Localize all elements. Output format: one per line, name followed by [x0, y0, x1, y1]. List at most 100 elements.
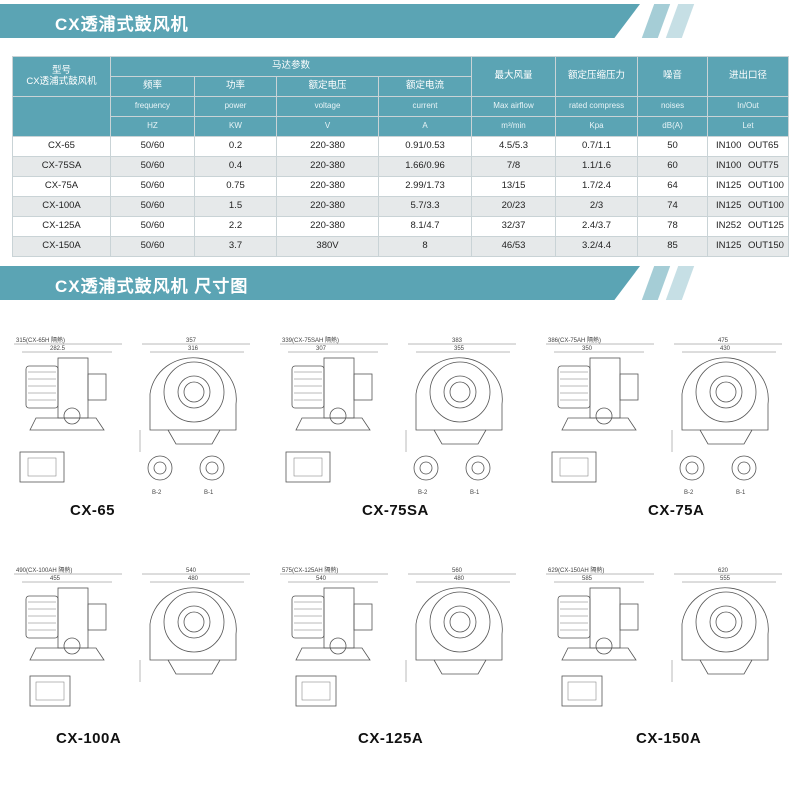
table-cell: 20/23 — [471, 196, 557, 217]
cell-port: IN125 OUT100 — [707, 196, 790, 217]
header-model: 型号 CX透浦式鼓风机 — [12, 56, 111, 97]
dimension-label: 475 — [718, 338, 729, 344]
header-blank — [12, 96, 111, 137]
base-plan-view — [295, 675, 337, 707]
flange-view-b1 — [731, 455, 757, 481]
motor-body — [291, 365, 325, 409]
header-col-cn: 额定电压 — [276, 76, 379, 97]
table-cell: 74 — [637, 196, 709, 217]
inlet-flange — [353, 373, 373, 401]
inlet-bore — [183, 381, 205, 403]
table-cell: 50/60 — [110, 236, 195, 257]
dimension-label: 585 — [582, 576, 593, 582]
view-label: B-1 — [736, 490, 746, 496]
header-col-cn: 频率 — [110, 76, 195, 97]
outlet-port — [63, 637, 81, 655]
table-cell: 32/37 — [471, 216, 557, 237]
cell-model: CX-100A — [12, 196, 111, 217]
base-plan-view — [29, 675, 71, 707]
dimension-label: 339(CX-75SAH 隔熱) — [282, 336, 339, 344]
base-stand — [295, 417, 371, 431]
inlet-opening — [443, 375, 477, 409]
table-cell: 2.99/1.73 — [377, 176, 473, 197]
dimension-label: 282.5 — [50, 346, 66, 352]
section-title: CX透浦式鼓风机 — [55, 15, 189, 34]
dimension-label: 480 — [188, 576, 199, 582]
header-col-en: frequency — [110, 96, 195, 117]
motor-body — [25, 365, 59, 409]
dimension-label: 307 — [316, 346, 327, 352]
banner-stripe — [665, 4, 695, 38]
model-name-label: CX-125A — [358, 730, 424, 747]
banner-stripe — [641, 266, 671, 300]
cell-port: IN100 OUT65 — [707, 136, 790, 157]
base-stand — [29, 647, 105, 661]
table-cell: 0.91/0.53 — [377, 136, 473, 157]
impeller-casing — [429, 591, 491, 653]
dimension-label: 560 — [452, 568, 463, 574]
table-cell: 2.4/3.7 — [555, 216, 639, 237]
blower-housing-side — [57, 357, 89, 419]
outlet-port — [329, 637, 347, 655]
base-plan-inner — [301, 681, 331, 701]
flange-bore — [153, 461, 167, 475]
header-col-cn: 额定电流 — [377, 76, 473, 97]
header-col-en: rated compress — [555, 96, 639, 117]
flange-view-b1 — [465, 455, 491, 481]
header-col-cn: 功率 — [194, 76, 277, 97]
table-cell: 1.5 — [194, 196, 277, 217]
table-cell: 4.5/5.3 — [471, 136, 557, 157]
table-cell: 85 — [637, 236, 709, 257]
blower-housing-side — [589, 357, 621, 419]
blower-housing-front — [149, 357, 237, 431]
foot — [699, 659, 753, 675]
blower-housing-side — [323, 587, 355, 649]
motor-body — [557, 365, 591, 409]
model-name-label: CX-75SA — [362, 502, 429, 519]
table-cell: 50/60 — [110, 196, 195, 217]
flange-bore — [685, 461, 699, 475]
impeller-casing — [695, 591, 757, 653]
inlet-flange — [353, 603, 373, 631]
table-cell: 46/53 — [471, 236, 557, 257]
base-plan-inner — [293, 457, 323, 477]
table-cell: 64 — [637, 176, 709, 197]
base-plan-inner — [567, 681, 597, 701]
model-name-label: CX-150A — [636, 730, 702, 747]
dimension-label: 620 — [718, 568, 729, 574]
cell-model: CX-75A — [12, 176, 111, 197]
inlet-opening — [443, 605, 477, 639]
foot — [167, 429, 221, 445]
blower-housing-side — [57, 587, 89, 649]
impeller-casing — [163, 361, 225, 423]
inlet-bore — [449, 381, 471, 403]
foot — [433, 659, 487, 675]
dimension-label: 430 — [720, 346, 731, 352]
table-cell: 0.4 — [194, 156, 277, 177]
outlet-port — [63, 407, 81, 425]
dimension-label: 455 — [50, 576, 61, 582]
inlet-flange — [619, 373, 639, 401]
dimension-label: 383 — [452, 338, 463, 344]
dimension-label: 540 — [316, 576, 327, 582]
table-cell: 220-380 — [276, 136, 379, 157]
table-cell: 50 — [637, 136, 709, 157]
table-cell: 220-380 — [276, 176, 379, 197]
table-cell: 380V — [276, 236, 379, 257]
section-banner-specs: CX透浦式鼓风机 — [0, 4, 800, 38]
dimension-label: 575(CX-125AH 隔熱) — [282, 566, 338, 574]
flange-view-b1 — [199, 455, 225, 481]
inlet-flange — [87, 603, 107, 631]
inlet-flange — [87, 373, 107, 401]
flange-view-b2 — [147, 455, 173, 481]
header-col-en: voltage — [276, 96, 379, 117]
dimension-label: 629(CX-150AH 隔熱) — [548, 566, 604, 574]
flange-bore — [419, 461, 433, 475]
table-cell: 0.75 — [194, 176, 277, 197]
